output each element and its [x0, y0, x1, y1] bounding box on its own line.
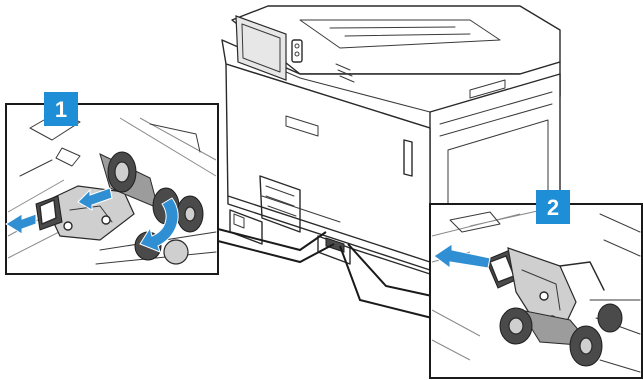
step-number-2: 2 [547, 195, 559, 220]
callout-1: 1 [6, 92, 218, 274]
callout-2: 2 [430, 190, 642, 378]
step-number-1: 1 [55, 97, 67, 122]
